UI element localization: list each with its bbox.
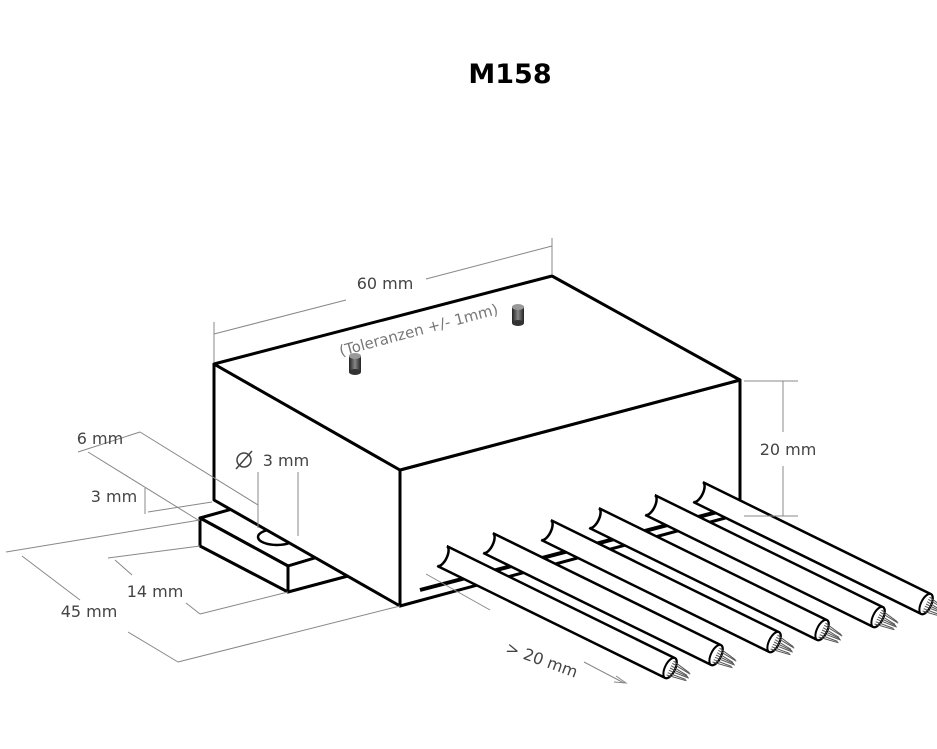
product-title: M158 <box>468 59 551 90</box>
diameter-icon <box>235 450 253 470</box>
dim-depth-label: 45 mm <box>61 602 118 621</box>
wire-group <box>419 481 937 682</box>
dim-hole-label: 3 mm <box>263 451 309 470</box>
housing-top-face <box>212 274 742 472</box>
wire-5 <box>644 494 899 631</box>
dim-tab-thickness-label: 3 mm <box>91 487 137 506</box>
dim-length-label: 60 mm <box>357 274 414 293</box>
wire-2 <box>482 532 737 669</box>
wire-6 <box>692 481 937 616</box>
wire-1 <box>436 545 691 682</box>
wire-4 <box>588 507 843 644</box>
top-pegs <box>349 304 524 375</box>
wire-3 <box>540 519 795 656</box>
dim-height-label: 20 mm <box>760 440 817 459</box>
dim-tab-depth-label: 14 mm <box>127 582 184 601</box>
dim-wire-length-label: > 20 mm <box>503 638 580 682</box>
dim-tab-width-label: 6 mm <box>77 429 123 448</box>
dimension-lines <box>5 238 798 684</box>
peg-left <box>349 353 361 375</box>
peg-right <box>512 304 524 326</box>
